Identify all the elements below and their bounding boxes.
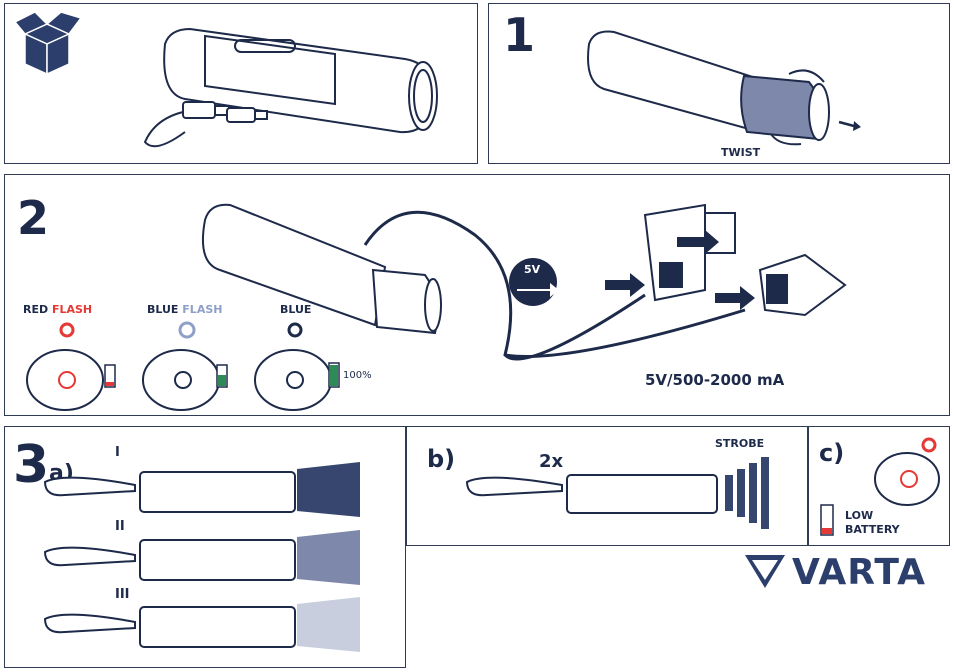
brand-name: VARTA xyxy=(792,552,927,593)
panel-step-3c: c) LOW BATTERY xyxy=(808,426,950,546)
finger-icon xyxy=(43,476,136,497)
step-2-number: 2 xyxy=(17,191,50,245)
step-3c-illustration xyxy=(820,437,940,536)
battery-icon xyxy=(820,504,834,536)
finger-icon xyxy=(43,546,136,567)
usb-icon xyxy=(517,282,559,298)
mode-row-1 xyxy=(43,462,360,517)
flashlight-icon xyxy=(201,203,442,335)
indicator-blue-flash-label-b: FLASH xyxy=(182,303,223,316)
step-3a-illustration xyxy=(43,462,360,652)
finger-icon xyxy=(465,476,563,497)
step-1-illustration xyxy=(587,30,861,146)
usb-badge-label: 5V xyxy=(524,263,541,276)
indicator-red-flash xyxy=(26,322,116,411)
low-battery-label-2: BATTERY xyxy=(845,523,900,536)
panel-step-1: 1 TWIST xyxy=(488,3,950,164)
twist-label: TWIST xyxy=(721,146,761,159)
mode-label-1: I xyxy=(115,445,120,460)
panel-box-contents xyxy=(4,3,478,164)
flashlight-icon xyxy=(163,27,438,134)
step-2-illustration xyxy=(26,203,847,411)
indicator-blue-label-a: BLUE xyxy=(280,303,312,316)
box-contents-illustration xyxy=(13,11,438,148)
battery-icon xyxy=(104,364,116,388)
panel-step-2: 2 xyxy=(4,174,950,416)
car-adapter-icon xyxy=(758,253,847,317)
indicator-blue-flash-label-a: BLUE xyxy=(147,303,179,316)
beam-mid xyxy=(297,530,360,585)
mode-row-2 xyxy=(43,530,360,585)
mode-row-3 xyxy=(43,597,360,652)
step-3-number: 3 xyxy=(13,435,50,495)
step-3b-label: b) xyxy=(427,445,456,473)
flashlight-icon xyxy=(139,471,296,513)
wall-adapter-icon xyxy=(643,203,736,302)
strobe-bars xyxy=(725,457,769,529)
flashlight-icon xyxy=(139,539,296,581)
indicator-red-flash-label: RED FLASH xyxy=(23,303,92,316)
power-spec: 5V/500-2000 mA xyxy=(645,371,785,389)
indicator-blue-flash xyxy=(142,321,228,411)
indicator-blue xyxy=(254,322,340,411)
press-count: 2x xyxy=(539,451,564,472)
usb-cable xyxy=(363,210,646,361)
indicator-blue-label: BLUE xyxy=(280,303,311,316)
beam-low xyxy=(297,597,360,652)
indicator-red-flash-label-b: FLASH xyxy=(51,303,93,316)
flashlight-icon xyxy=(139,606,296,648)
flashlight-icon xyxy=(587,30,761,131)
mode-label-3: III xyxy=(115,587,130,602)
low-battery-label-1: LOW xyxy=(845,509,874,522)
twist-cap xyxy=(740,69,861,146)
usb-badge xyxy=(509,258,557,306)
step-3b-illustration xyxy=(465,457,769,529)
finger-icon xyxy=(43,613,136,634)
indicator-red-flash-label-a: RED xyxy=(23,303,49,316)
battery-full-label: 100% xyxy=(343,370,372,381)
beam-high xyxy=(297,462,360,517)
strobe-label: STROBE xyxy=(715,437,765,450)
usb-cable-icon xyxy=(143,101,268,148)
box-icon xyxy=(13,11,83,76)
panel-step-3a: 3 a) I II III xyxy=(4,426,406,668)
panel-step-3b: b) 2x STROBE xyxy=(406,426,808,546)
indicator-blue-flash-label: BLUE FLASH xyxy=(147,303,222,316)
mode-label-2: II xyxy=(115,519,125,534)
step-1-number: 1 xyxy=(503,8,536,62)
varta-logo-icon xyxy=(745,555,785,588)
step-3c-label: c) xyxy=(819,439,845,467)
flashlight-icon xyxy=(566,474,718,514)
